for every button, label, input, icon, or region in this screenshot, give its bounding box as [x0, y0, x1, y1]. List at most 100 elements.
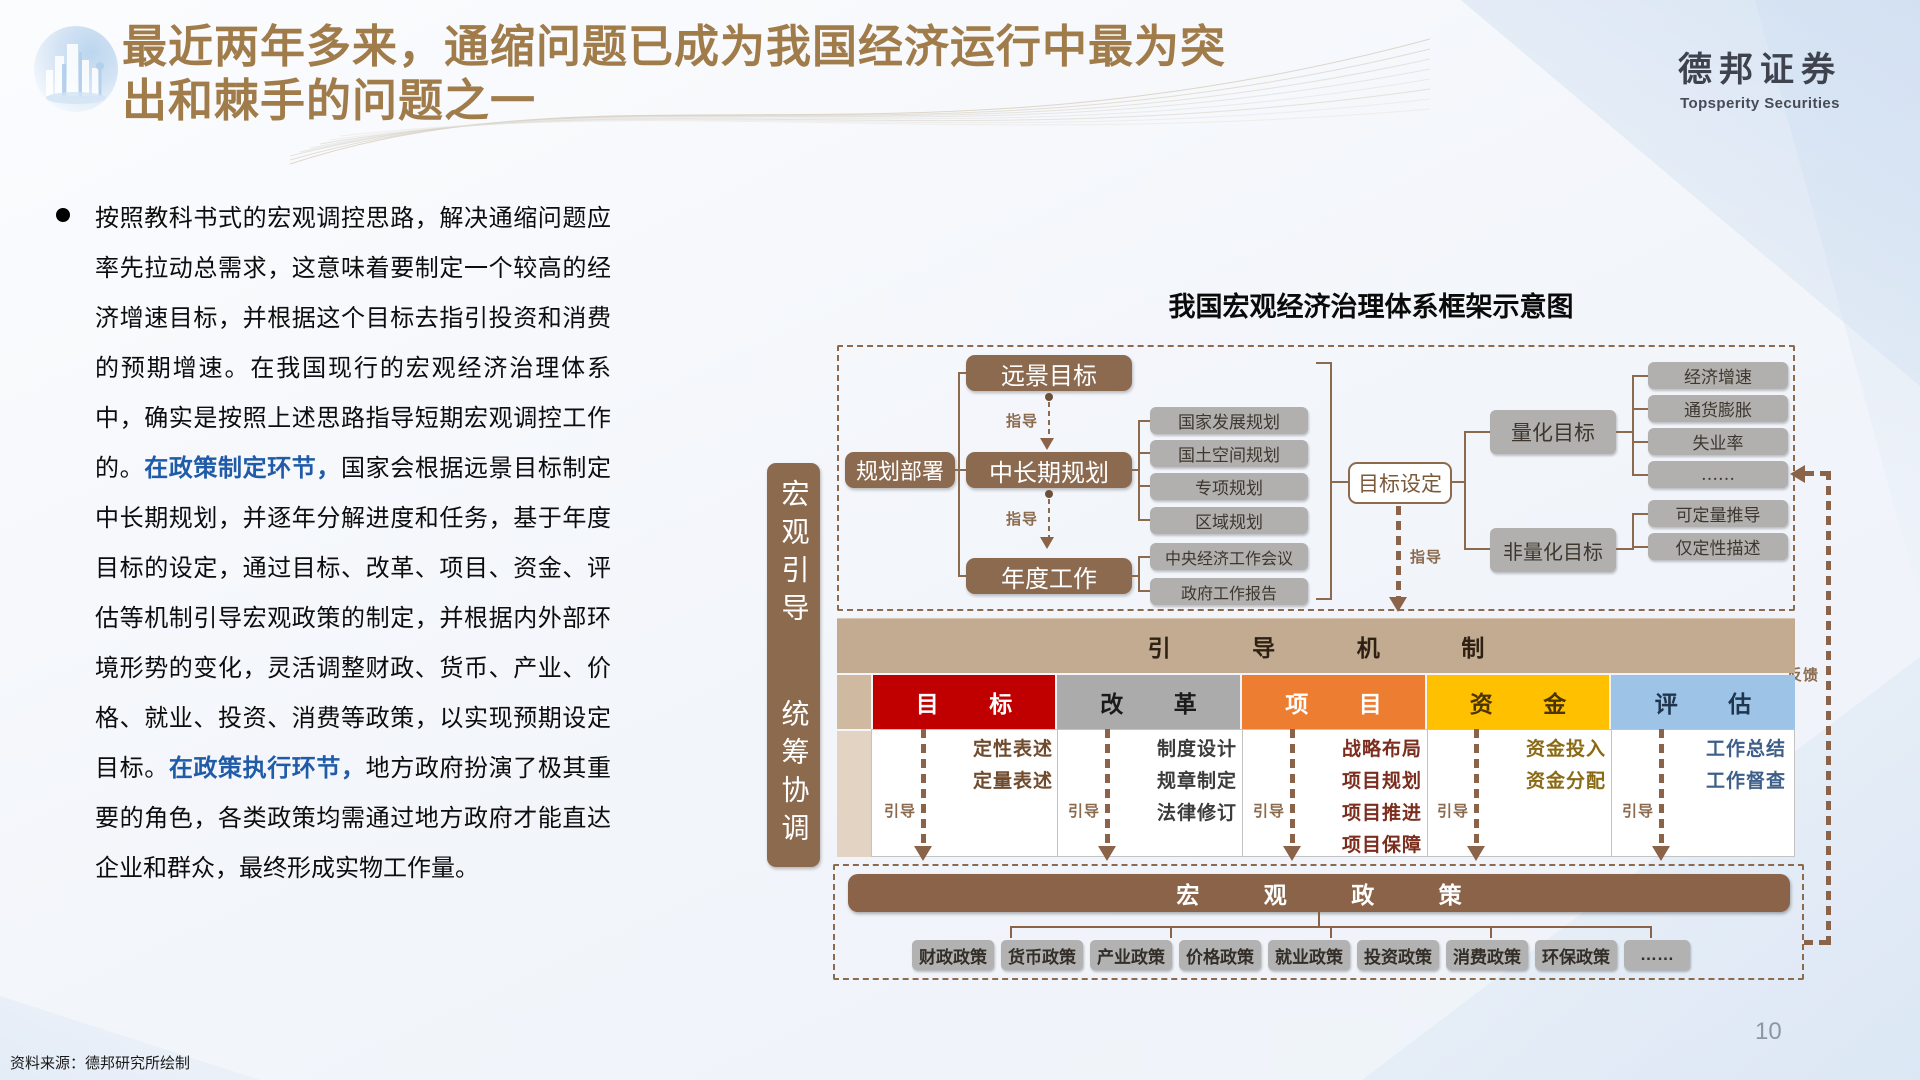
source-note: 资料来源：德邦研究所绘制 [10, 1055, 191, 1072]
connector-line [958, 372, 968, 374]
connector-line [1650, 926, 1652, 938]
policy-chip-label: 产业政策 [1097, 947, 1165, 967]
connector-line [1464, 431, 1490, 433]
arrow-down-icon [914, 846, 932, 861]
connector-line [1138, 485, 1150, 487]
policy-chip-label: 消费政策 [1453, 947, 1521, 967]
goal-setting-label: 目标设定 [1358, 472, 1442, 496]
midterm-plan-box: 中长期规划 [966, 452, 1132, 488]
connector-line [958, 372, 960, 577]
bracket-line [1632, 513, 1634, 548]
arrow-down-icon [1389, 597, 1407, 612]
lead-dashed-arrow [1290, 729, 1295, 847]
policy-chip-label: 环保政策 [1542, 947, 1610, 967]
column-item: 战略布局 [1342, 734, 1422, 761]
policy-chip: 价格政策 [1179, 940, 1261, 970]
column-separator [1242, 729, 1243, 857]
arrow-down-icon [1652, 846, 1670, 861]
macro-policy-label: 宏观政策 [1176, 882, 1526, 909]
column-header-label: 改革 [1100, 691, 1248, 718]
quant-item-box: …… [1648, 461, 1788, 488]
arrow-down-icon [1283, 846, 1301, 861]
nonquant-item-box: 仅定性描述 [1648, 533, 1788, 560]
goal-setting-box: 目标设定 [1348, 462, 1452, 504]
column-item-label: 规章制定 [1157, 770, 1238, 792]
vision-goal-label: 远景目标 [1001, 361, 1097, 390]
company-logo-icon [34, 26, 118, 112]
plan-doc-label: 国家发展规划 [1178, 413, 1280, 433]
arrow-left-icon [1790, 465, 1805, 483]
bullet-point [56, 208, 70, 222]
policy-chip: 消费政策 [1446, 940, 1528, 970]
lead-label: 引导 [1622, 803, 1655, 820]
policy-chip: 货币政策 [1001, 940, 1083, 970]
annual-work-label: 年度工作 [1001, 564, 1097, 593]
column-item: 定量表述 [973, 766, 1053, 793]
column-item-label: 资金分配 [1526, 770, 1607, 792]
side-bar-label-bottom: 统筹协调 [777, 699, 811, 851]
policy-chip: 环保政策 [1535, 940, 1617, 970]
annual-doc-box: 政府工作报告 [1150, 578, 1308, 605]
table-side-cell [837, 675, 871, 729]
lead-label: 引导 [1068, 803, 1101, 820]
arrow-down-icon [1467, 846, 1485, 861]
plan-deploy-label: 规划部署 [855, 460, 944, 485]
column-header-evaluation: 评估 [1611, 675, 1795, 729]
connector-line [1616, 431, 1634, 433]
plan-doc-label: 国土空间规划 [1178, 446, 1280, 466]
nonquant-item-label: 可定量推导 [1675, 506, 1761, 526]
slide-title-line1: 最近两年多来，通缩问题已成为我国经济运行中最为突 [122, 21, 1227, 72]
annual-work-box: 年度工作 [966, 558, 1132, 594]
connector-line [1010, 926, 1012, 938]
quant-goal-label: 量化目标 [1511, 421, 1595, 445]
column-item: 规章制定 [1157, 766, 1237, 793]
column-header-reform: 改革 [1057, 675, 1240, 729]
connector-line [1632, 546, 1648, 548]
table-side-cell [837, 731, 871, 857]
arrow-down-icon [1040, 537, 1054, 549]
connector-line [958, 575, 968, 577]
column-item-label: 项目推进 [1342, 802, 1423, 824]
arrow-down-icon [1098, 846, 1116, 861]
plan-doc-label: 专项规划 [1195, 479, 1263, 499]
brand-name-cn: 德邦证券 [1678, 51, 1842, 89]
column-item-label: 资金投入 [1526, 738, 1607, 760]
connector-line [1452, 481, 1466, 483]
plan-doc-box: 区域规划 [1150, 507, 1308, 534]
connector-dot [1045, 490, 1053, 498]
column-item-label: 定量表述 [973, 770, 1054, 792]
column-header-label: 评估 [1654, 691, 1802, 718]
guide-dashed-arrow [1048, 499, 1050, 539]
plan-deploy-box: 规划部署 [845, 452, 955, 488]
policy-chip: 财政政策 [912, 940, 994, 970]
column-item-label: 战略布局 [1342, 738, 1423, 760]
slide-title-line2: 出和棘手的问题之一 [122, 75, 537, 126]
column-item: 项目推进 [1342, 798, 1422, 825]
column-item: 资金分配 [1526, 766, 1606, 793]
bracket-line [1316, 598, 1332, 600]
connector-line [1138, 556, 1140, 592]
connector-line [1138, 590, 1150, 592]
lead-dashed-arrow [921, 729, 926, 847]
column-item-label: 制度设计 [1157, 738, 1238, 760]
policy-section-frame [833, 864, 1804, 980]
connector-line [1138, 420, 1150, 422]
policy-chip-label: …… [1640, 945, 1674, 964]
brand-block: 德邦证券 Topsperity Securities [1655, 42, 1865, 112]
column-item: 法律修订 [1157, 798, 1237, 825]
feedback-dashed-line [1804, 940, 1828, 945]
policy-chip-label: 货币政策 [1008, 947, 1076, 967]
column-item: 工作督查 [1706, 766, 1786, 793]
column-item: 工作总结 [1706, 734, 1786, 761]
policy-chip: 就业政策 [1268, 940, 1350, 970]
quant-item-box: 失业率 [1648, 428, 1788, 455]
column-header-fund: 资金 [1427, 675, 1609, 729]
column-item-label: 法律修订 [1157, 802, 1238, 824]
column-item-label: 定性表述 [973, 738, 1054, 760]
connector-line [1138, 420, 1140, 521]
nonquant-item-label: 仅定性描述 [1675, 539, 1761, 559]
connector-line [1318, 912, 1320, 926]
arrow-down-icon [1040, 438, 1054, 450]
plan-doc-box: 国家发展规划 [1150, 407, 1308, 434]
body-segment: 按照教科书式的宏观调控思路，解决通缩问题应率先拉动总需求，这意味着要制定一个较高… [95, 205, 611, 482]
